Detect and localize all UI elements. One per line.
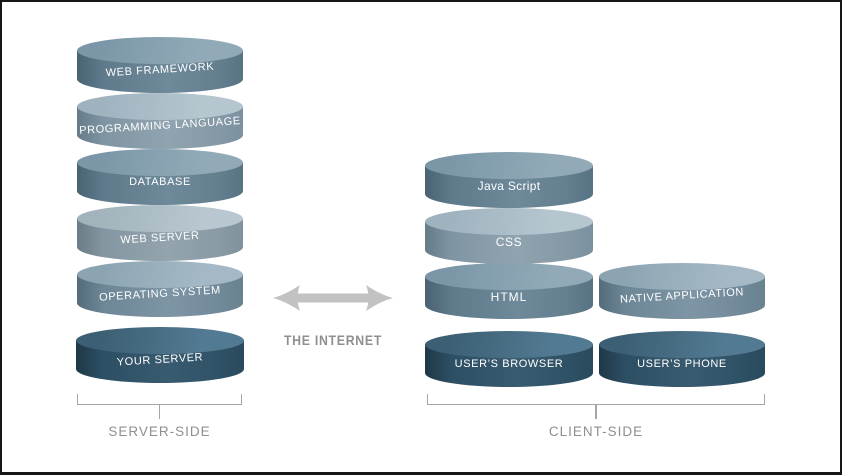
disk-users-browser: USER’S BROWSER xyxy=(425,331,593,387)
disk-top xyxy=(77,149,243,176)
disk-label: DATABASE xyxy=(129,176,191,188)
disk-top xyxy=(599,263,765,290)
internet-arrow-icon xyxy=(272,284,394,312)
disk-top xyxy=(77,261,243,288)
disk-web-server: WEB SERVER xyxy=(77,205,243,261)
disk-your-server: YOUR SERVER xyxy=(76,327,244,383)
disk-top xyxy=(77,205,243,232)
client-side-bracket xyxy=(427,394,765,419)
disk-html: HTML xyxy=(425,263,593,319)
disk-label: USER’S BROWSER xyxy=(454,358,564,370)
bracket-stem xyxy=(595,404,597,419)
disk-users-phone: USER’S PHONE xyxy=(599,331,765,387)
disk-css: CSS xyxy=(425,208,593,264)
disk-operating-system: OPERATING SYSTEM xyxy=(77,261,243,317)
disk-top xyxy=(77,93,243,120)
disk-web-framework: WEB FRAMEWORK xyxy=(77,37,243,93)
disk-label: Java Script xyxy=(477,179,541,193)
server-side-label: SERVER-SIDE xyxy=(108,424,211,439)
disk-top xyxy=(76,327,244,354)
client-side-label: CLIENT-SIDE xyxy=(548,424,644,439)
disk-programming-language: PROGRAMMING LANGUAGE xyxy=(77,93,243,149)
disk-top xyxy=(425,331,593,358)
disk-label: CSS xyxy=(495,235,523,249)
disk-top xyxy=(77,37,243,64)
disk-database: DATABASE xyxy=(77,149,243,205)
disk-label: USER’S PHONE xyxy=(637,358,727,370)
bracket-stem xyxy=(158,404,161,419)
disk-top xyxy=(425,208,593,235)
disk-top xyxy=(599,331,765,358)
disk-label: HTML xyxy=(490,290,528,304)
disk-top xyxy=(425,152,593,179)
server-side-bracket xyxy=(77,394,242,419)
disk-native-application: NATIVE APPLICATION xyxy=(599,263,765,319)
internet-label: THE INTERNET xyxy=(283,332,383,348)
disk-javascript: Java Script xyxy=(425,152,593,208)
disk-top xyxy=(425,263,593,290)
